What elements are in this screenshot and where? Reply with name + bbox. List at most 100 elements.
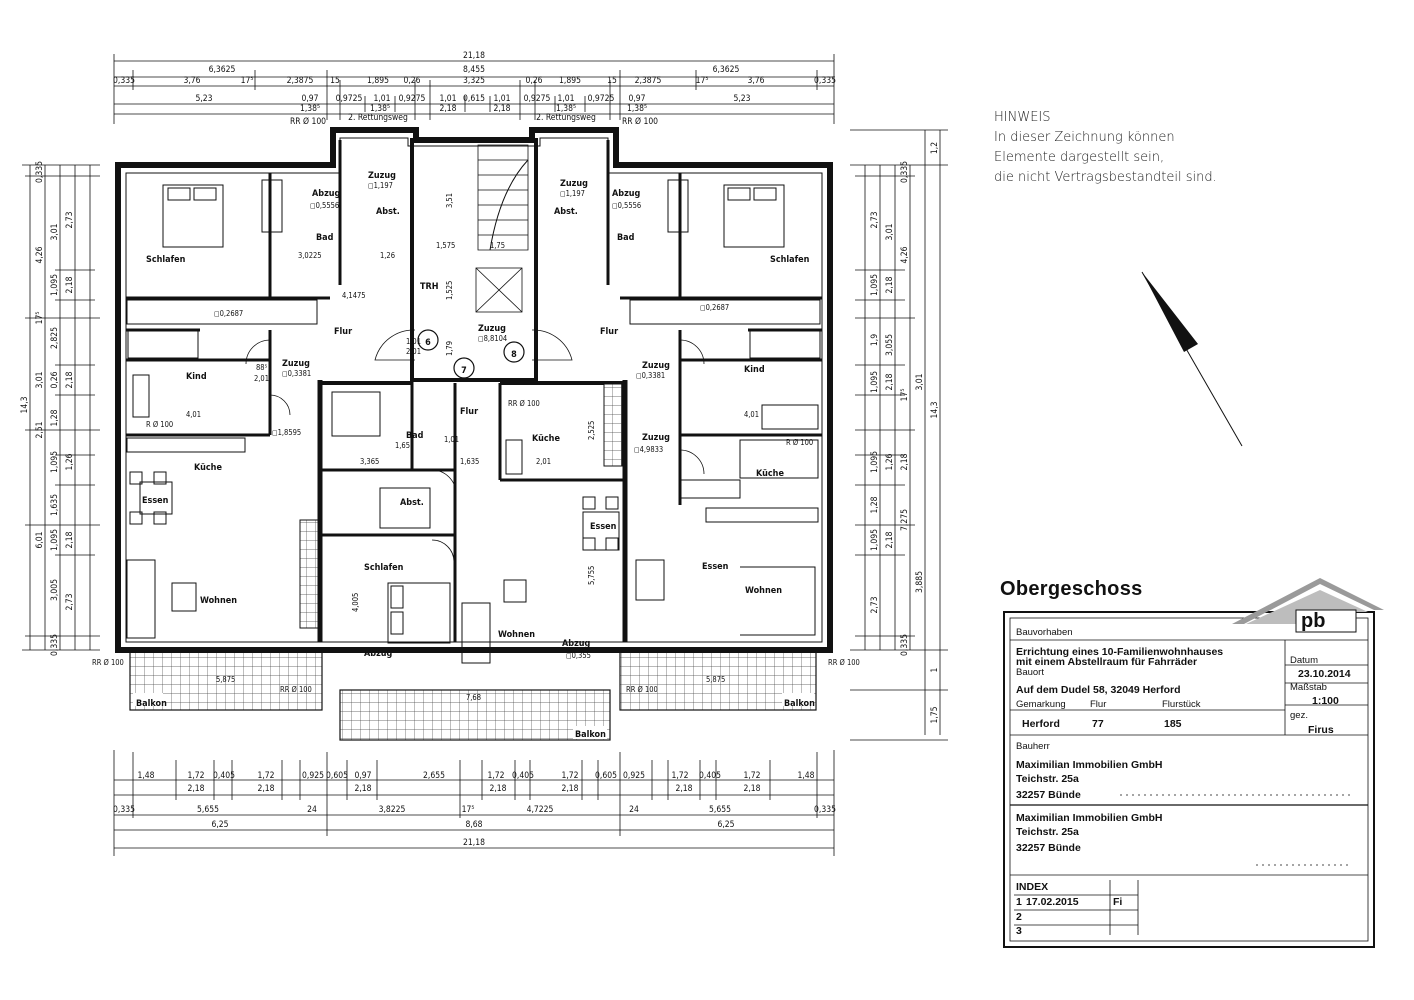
value-label: 2,525 [587,421,596,440]
dim-label: 1,095 [870,371,880,393]
dim-label: 2,18 [65,371,75,388]
value-label: 7,68 [466,693,481,702]
dim-label: 0,405 [512,771,534,781]
value-label: 1,01 [444,435,459,444]
dim-label: 2,3875 [287,76,314,86]
dim-label: 2,73 [65,593,75,610]
value-label: ◻0,5556 [310,201,339,210]
staircase [475,144,529,313]
room-label-zuzug: Zuzug [642,433,670,443]
value-label: 5,875 [706,675,725,684]
room-label-abst: Abst. [554,207,578,217]
value-label: 4,005 [351,593,360,612]
dim-label: 0,925 [302,771,324,781]
marker-7 [453,357,475,379]
value-label: 4,1475 [342,291,366,300]
dim-label: 1,72 [561,771,578,781]
dim-label: 6,3625 [209,65,236,75]
dim-label: 1,72 [187,771,204,781]
dim-label: 3,76 [183,76,200,86]
dim-label: 1,75 [930,706,940,723]
dim-label: 0,335 [113,76,135,86]
dim-label: 2,18 [493,104,510,114]
dim-label: 6,01 [35,531,45,548]
value-label: ◻0,3381 [636,371,665,380]
room-label-abst: Abst. [400,498,424,508]
room-label-zuzug: Zuzug [282,359,310,369]
table-center [582,511,620,551]
dim-label: 1,72 [487,771,504,781]
dimension-chain-left [22,164,100,651]
room-label-abst: Abst. [376,207,400,217]
dim-overall-left: 14,3 [20,396,30,413]
dim-label: 2,18 [65,531,75,548]
value-label: 1,75 [490,241,505,250]
dim-label: 2,18 [885,276,895,293]
dimension-labels-right: 0,335 2,73 3,01 4,26 1,095 2,18 1,9 3,05… [870,142,940,724]
dim-label: 1,38⁵ [370,104,390,114]
value-label: ◻0,3381 [282,369,311,378]
dim-label: 5,23 [195,94,212,104]
value-label: ◻0,2687 [700,303,729,312]
room-label-balkon-center: Balkon [575,730,606,740]
room-label-trh: TRH [420,282,439,292]
dim-label: 1,095 [870,274,880,296]
dim-label: 2,18 [354,784,371,794]
bed-left [162,184,224,248]
dim-label: 8,68 [465,820,482,830]
dim-label: 0,26 [403,76,420,86]
furniture [126,179,821,664]
value-label: 3,0225 [298,251,322,260]
table-left [139,481,173,515]
value-label: ◻0,355 [566,651,591,660]
dim-label: 3,8225 [379,805,406,815]
dim-label: 0,9725 [336,94,363,104]
building-walls [115,127,833,653]
dim-label: 5,655 [709,805,731,815]
section-markers: 6 7 8 [417,329,525,379]
dim-label: 0,335 [814,805,836,815]
dim-label: 0,615 [463,94,485,104]
value-label: 1,525 [445,281,454,300]
room-label-schlafen-center: Schlafen [364,563,404,573]
dim-label: 5,655 [197,805,219,815]
dim-label: 0,97 [301,94,318,104]
sofa-center [461,602,491,664]
dim-overall-top: 21,18 [463,51,485,61]
dim-label: 0,605 [595,771,617,781]
value-label: 2,01 [536,457,551,466]
dim-label: 0,405 [699,771,721,781]
dim-label: 1,095 [870,451,880,473]
project-label: Bauvorhaben [1016,627,1073,638]
dim-label: 1,095 [50,274,60,296]
value-label: ◻4,9833 [634,445,663,454]
marker-label: 7 [461,366,467,376]
scale-label: Maßstab [1290,682,1327,693]
dim-label: 0,335 [900,634,910,656]
value-label: 5,755 [587,566,596,585]
dim-label: 24 [307,805,317,815]
index-no: 3 [1016,925,1022,937]
date-value: 23.10.2014 [1298,668,1351,680]
dim-label: 1,38⁵ [627,104,647,114]
dim-label: 3,01 [50,223,60,240]
dim-label: 3,76 [747,76,764,86]
room-label-bad-right: Bad [617,233,635,243]
dim-label: 2,73 [870,596,880,613]
dim-label: 2,18 [743,784,760,794]
room-label-flur-left: Flur [334,327,352,337]
dim-label: 2,18 [489,784,506,794]
date-label: Datum [1290,655,1318,666]
index-by: Fi [1113,896,1123,908]
index-no: 2 [1016,911,1022,923]
bathtub-left [261,179,283,233]
dim-label: 2,3875 [635,76,662,86]
value-label: ◻1,8595 [272,428,301,437]
dim-label: 0,26 [525,76,542,86]
room-label-abzug: Abzug [312,189,341,199]
dim-label: 15 [330,76,340,86]
value-label: 3,365 [360,457,379,466]
room-label-abzug: Abzug [612,189,641,199]
counter-left [126,299,318,325]
